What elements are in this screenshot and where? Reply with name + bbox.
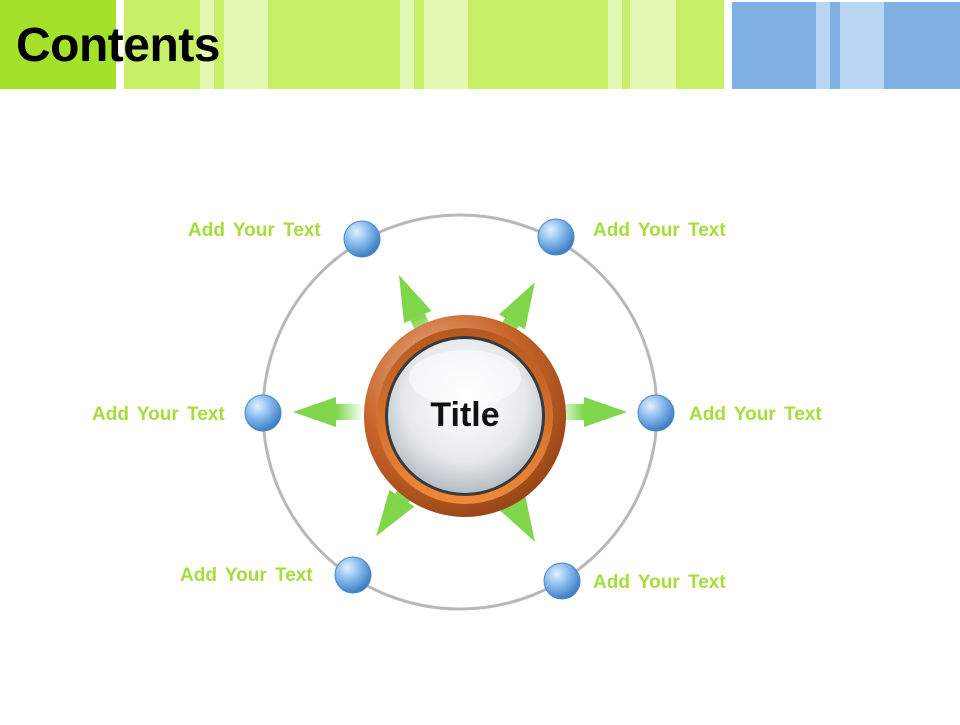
node-circle-left (244, 394, 282, 432)
node-label-right: Add Your Text (689, 404, 822, 425)
node-circle-right (637, 394, 675, 432)
node-circle-bottom-left (334, 556, 372, 594)
page-title: Contents (16, 19, 220, 72)
node-label-top-left: Add Your Text (188, 220, 321, 241)
arrow-left (293, 397, 364, 427)
node-label-bottom-left: Add Your Text (180, 565, 313, 586)
arrow-right (556, 397, 627, 427)
node-label-top-right: Add Your Text (593, 220, 726, 241)
node-circle-bottom-right (543, 562, 581, 600)
node-label-left: Add Your Text (92, 404, 225, 425)
center-title: Title (430, 396, 500, 434)
node-circle-top-right (537, 218, 575, 256)
header-banner: Contents (0, 0, 960, 90)
node-circle-top-left (343, 220, 381, 258)
node-label-bottom-right: Add Your Text (593, 572, 726, 593)
header-stripes (0, 0, 960, 89)
center-hub (364, 315, 566, 517)
